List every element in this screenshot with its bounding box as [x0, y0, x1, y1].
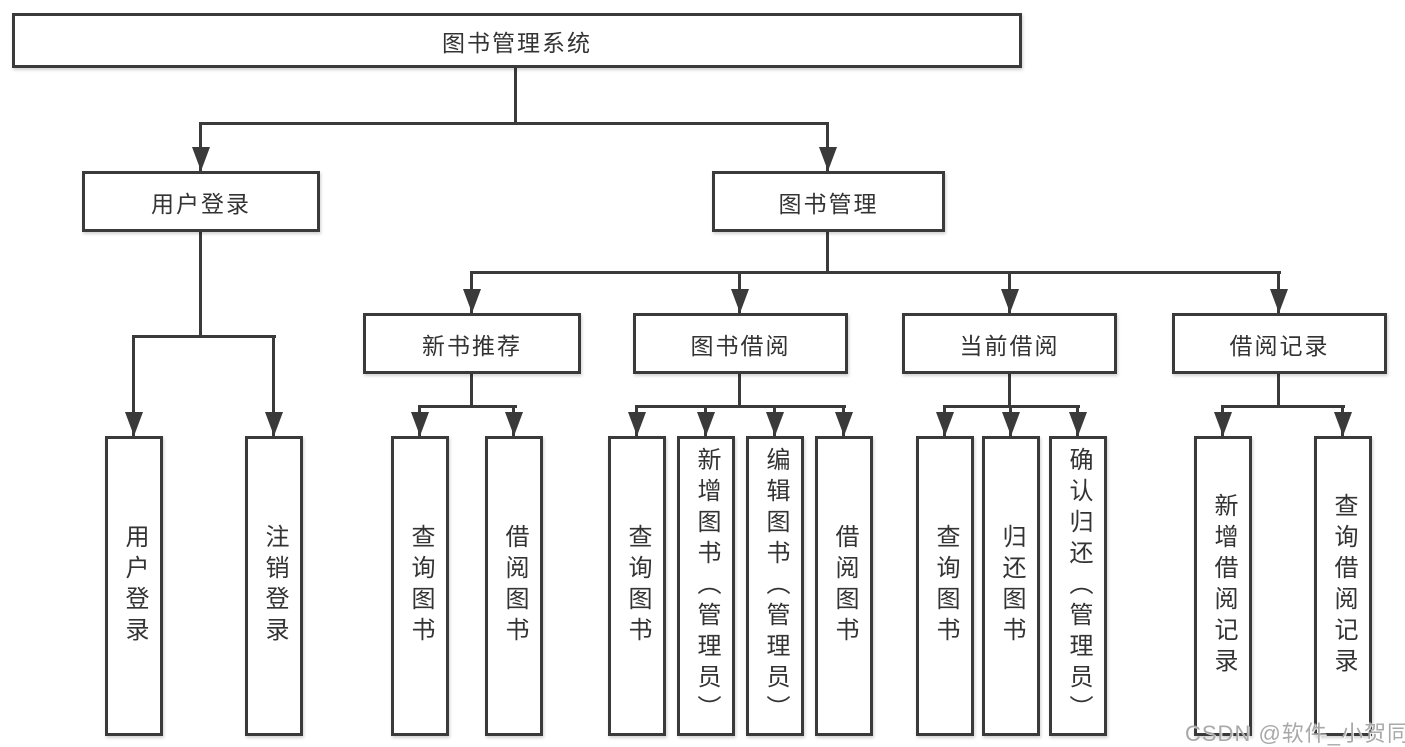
arrowhead-down-icon	[819, 147, 837, 171]
leaf-edit-book-admin: 编辑图书（管理员）	[746, 436, 804, 736]
node-borrow-records: 借阅记录	[1172, 313, 1387, 374]
arrowhead-down-icon	[125, 412, 143, 436]
connector-line	[132, 335, 135, 436]
arrowhead-down-icon	[731, 289, 749, 313]
connector-line	[826, 122, 829, 171]
arrowhead-down-icon	[1069, 412, 1087, 436]
node-new-book-recommend: 新书推荐	[363, 313, 581, 374]
leaf-add-borrow-record: 新增借阅记录	[1194, 436, 1252, 736]
leaf-confirm-return-admin: 确认归还（管理员）	[1049, 436, 1107, 736]
arrowhead-down-icon	[265, 412, 283, 436]
connector-line	[514, 68, 517, 122]
arrowhead-down-icon	[192, 147, 210, 171]
connector-line	[199, 122, 202, 171]
arrowhead-down-icon	[697, 412, 715, 436]
connector-line	[199, 232, 202, 335]
leaf-query-books-current: 查询图书	[916, 436, 974, 736]
leaf-query-books-borrow: 查询图书	[608, 436, 666, 736]
arrowhead-down-icon	[463, 289, 481, 313]
arrowhead-down-icon	[628, 412, 646, 436]
leaf-borrow-books: 借阅图书	[815, 436, 873, 736]
leaf-borrow-books-recommend: 借阅图书	[485, 436, 543, 736]
arrowhead-down-icon	[1334, 412, 1352, 436]
connector-line	[1221, 405, 1345, 408]
leaf-user-login: 用户登录	[105, 436, 163, 736]
arrowhead-down-icon	[1002, 412, 1020, 436]
arrowhead-down-icon	[1270, 289, 1288, 313]
connector-line	[470, 374, 473, 405]
watermark: CSDN @软件_小贺同学	[1185, 721, 1405, 746]
leaf-query-books-recommend: 查询图书	[391, 436, 449, 736]
arrowhead-down-icon	[505, 412, 523, 436]
leaf-return-books: 归还图书	[982, 436, 1040, 736]
connector-line	[826, 232, 829, 271]
connector-line	[132, 335, 276, 338]
connector-line	[738, 374, 741, 405]
connector-line	[470, 271, 1281, 274]
arrowhead-down-icon	[766, 412, 784, 436]
connector-line	[418, 405, 517, 408]
arrowhead-down-icon	[411, 412, 429, 436]
node-current-borrow: 当前借阅	[902, 313, 1117, 374]
node-book-management: 图书管理	[712, 171, 945, 232]
leaf-add-book-admin: 新增图书（管理员）	[677, 436, 735, 736]
node-book-borrow: 图书借阅	[633, 313, 848, 374]
leaf-query-borrow-record: 查询借阅记录	[1314, 436, 1372, 736]
arrowhead-down-icon	[835, 412, 853, 436]
connector-line	[1277, 374, 1280, 405]
node-user-login: 用户登录	[82, 171, 320, 232]
arrowhead-down-icon	[1001, 289, 1019, 313]
connector-line	[1008, 374, 1011, 405]
arrowhead-down-icon	[1214, 412, 1232, 436]
connector-line	[635, 405, 846, 408]
connector-line	[199, 122, 829, 125]
arrowhead-down-icon	[936, 412, 954, 436]
connector-line	[272, 335, 275, 436]
root-node: 图书管理系统	[12, 13, 1022, 68]
leaf-logout: 注销登录	[245, 436, 303, 736]
